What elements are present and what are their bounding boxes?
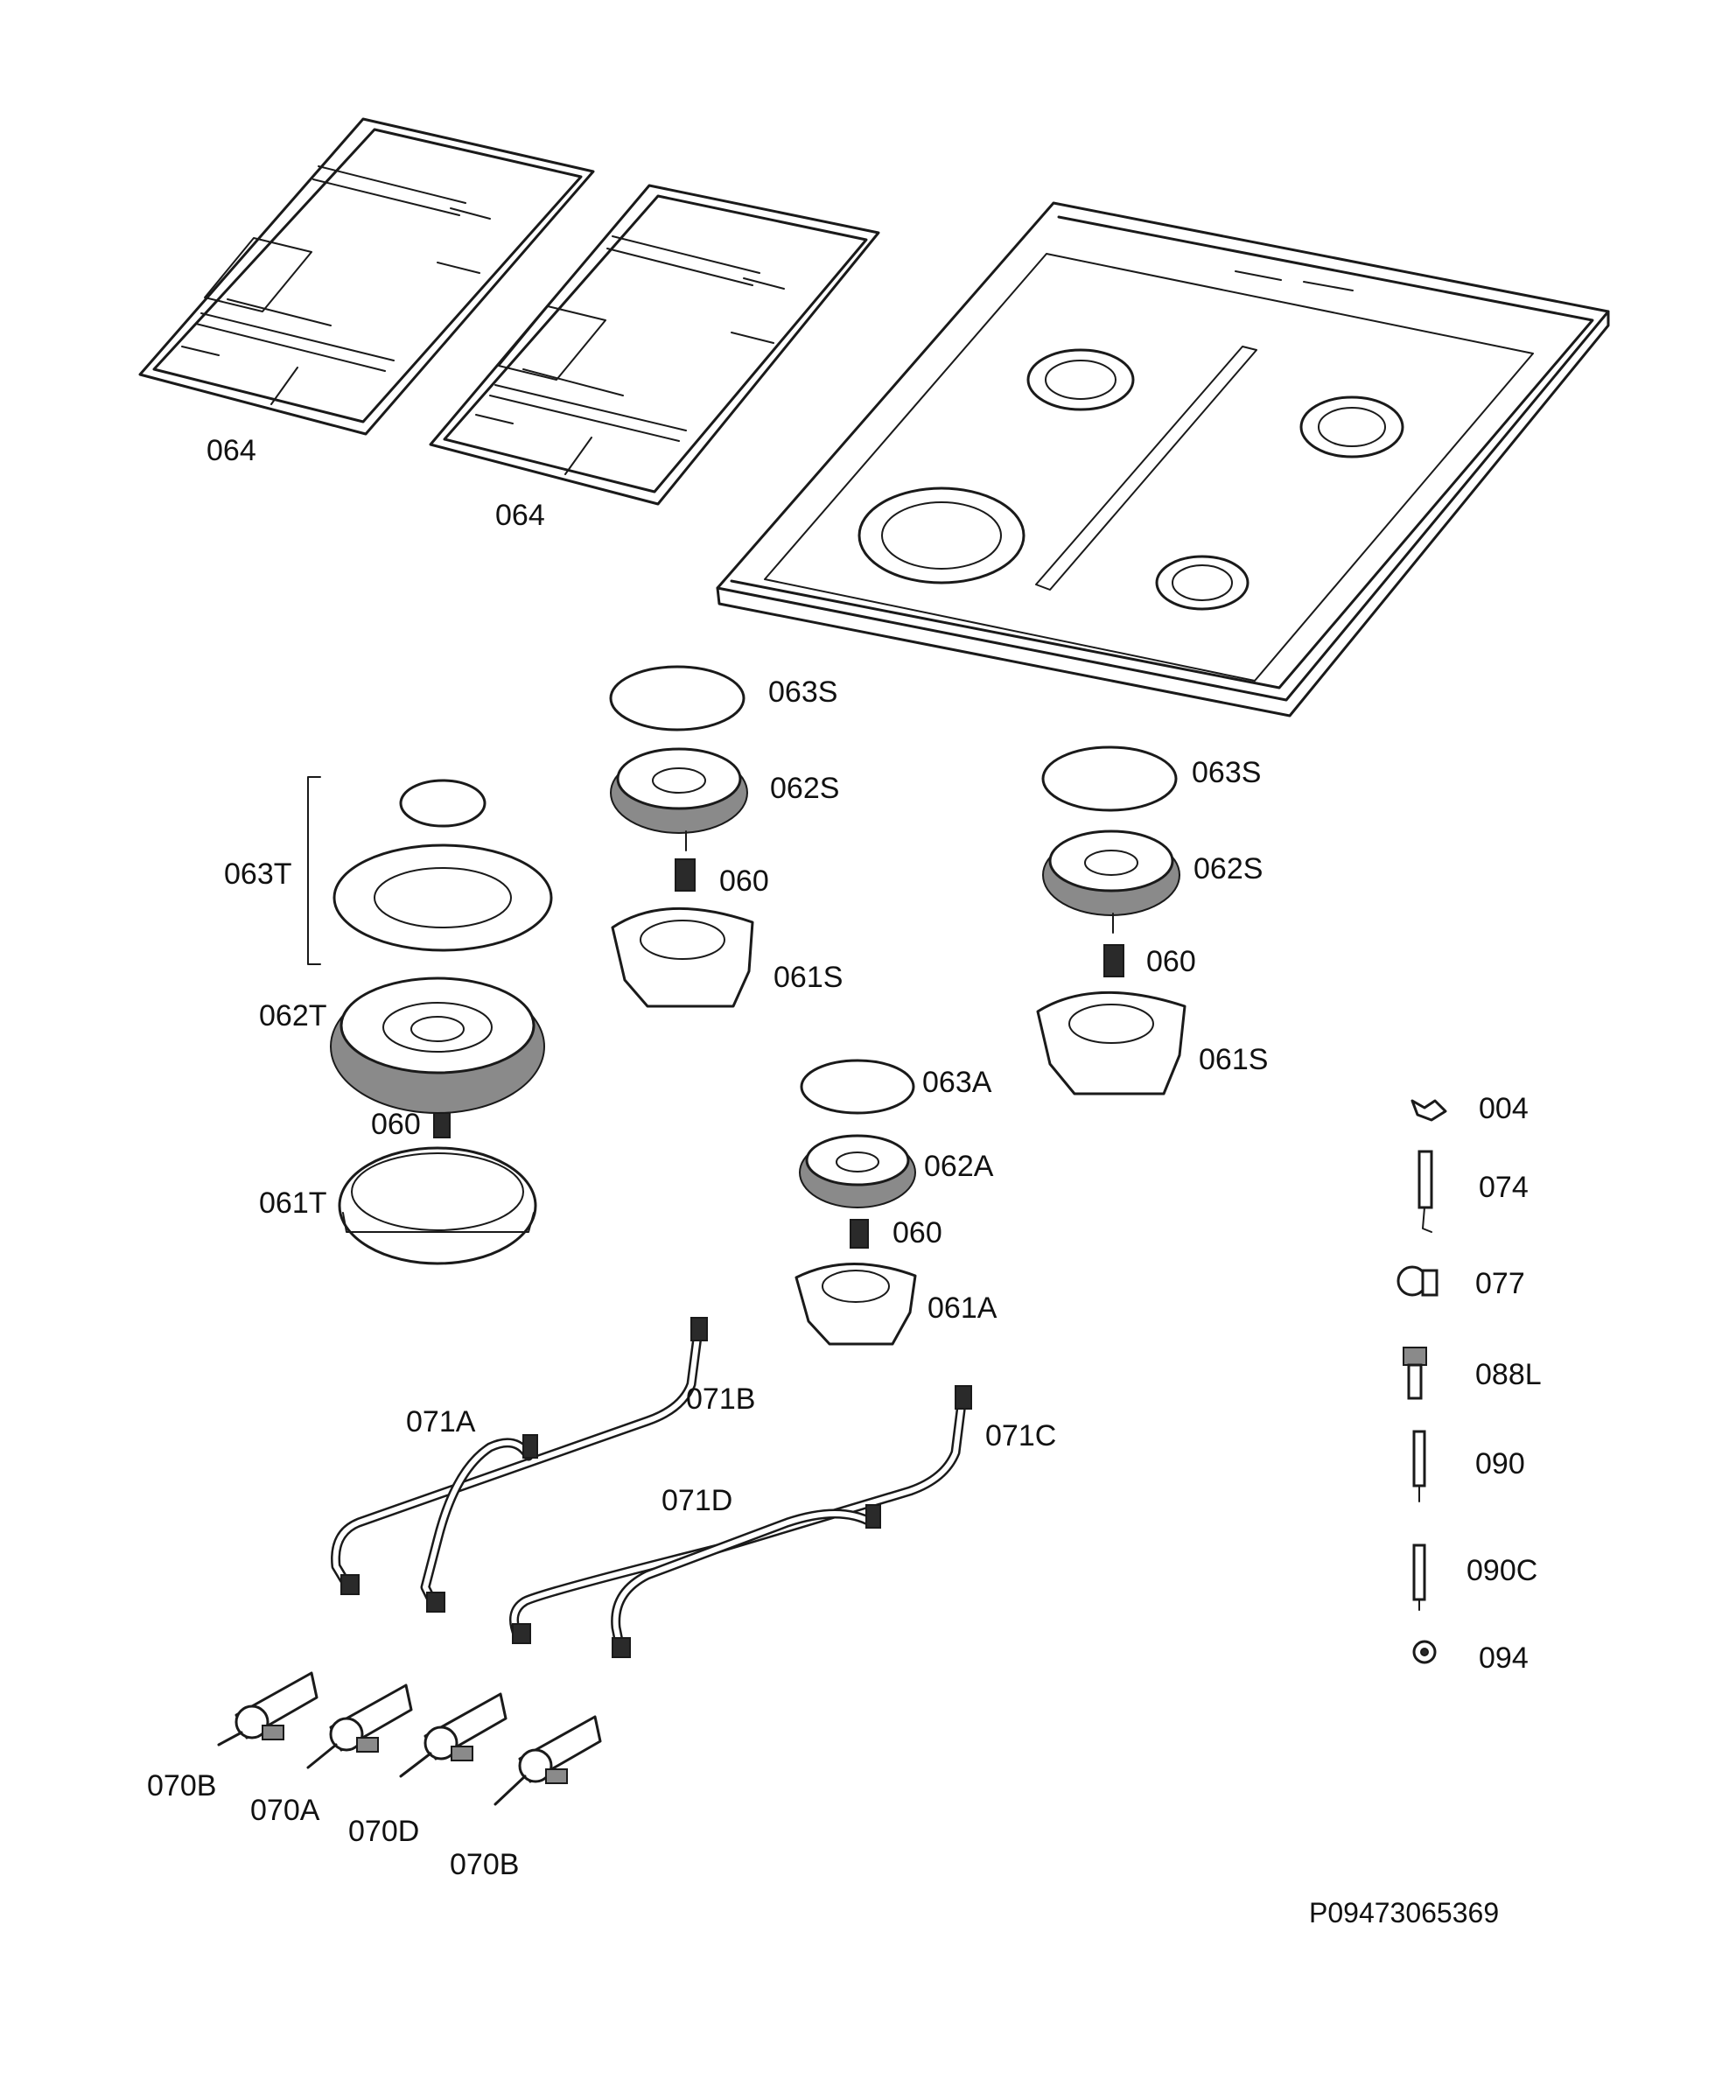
label-part-090: 090 <box>1475 1447 1525 1480</box>
label-part-090c: 090C <box>1466 1554 1538 1587</box>
label-base-t: 061T <box>259 1186 327 1220</box>
label-pan-support-left: 064 <box>206 434 256 467</box>
label-base-a: 061A <box>928 1292 998 1325</box>
label-cap-s-top: 063S <box>768 676 838 709</box>
burner-t <box>307 776 553 1265</box>
pan-support-right <box>429 184 880 506</box>
label-tap-070a: 070A <box>250 1794 320 1827</box>
drawing-code: P09473065369 <box>1309 1897 1500 1928</box>
label-part-094: 094 <box>1479 1642 1529 1675</box>
burner-s-top <box>609 665 754 1008</box>
label-pipe-071c: 071C <box>985 1419 1057 1452</box>
label-cap-t: 063T <box>224 858 292 891</box>
pan-support-left <box>138 117 595 436</box>
label-base-s-top: 061S <box>774 961 844 994</box>
label-part-077: 077 <box>1475 1267 1525 1300</box>
hob-top-plate <box>716 201 1610 718</box>
label-injector-a: 060 <box>892 1216 942 1250</box>
label-injector-t: 060 <box>371 1108 421 1141</box>
label-tap-070d: 070D <box>348 1815 420 1848</box>
label-head-a: 062A <box>924 1150 994 1183</box>
label-cap-s-right: 063S <box>1192 756 1262 789</box>
label-pipe-071d: 071D <box>662 1484 733 1517</box>
label-pan-support-right: 064 <box>495 499 545 532</box>
label-head-t: 062T <box>259 999 327 1032</box>
label-tap-070b-right: 070B <box>450 1848 520 1881</box>
label-part-004: 004 <box>1479 1092 1529 1125</box>
label-tap-070b-left: 070B <box>147 1769 217 1802</box>
label-base-s-right: 061S <box>1199 1043 1269 1076</box>
burner-s-right <box>1036 746 1186 1096</box>
burner-a <box>794 1059 917 1346</box>
label-head-s-right: 062S <box>1194 852 1264 886</box>
spare-parts-column <box>1396 1099 1447 1664</box>
label-part-088l: 088L <box>1475 1358 1542 1391</box>
label-cap-a: 063A <box>922 1066 992 1099</box>
label-pipe-071a: 071A <box>406 1405 476 1438</box>
label-head-s-top: 062S <box>770 772 840 805</box>
label-pipe-071b: 071B <box>686 1382 756 1416</box>
gas-taps <box>217 1671 602 1806</box>
label-injector-s-top: 060 <box>719 864 769 898</box>
label-injector-s-right: 060 <box>1146 945 1196 978</box>
gas-pipes <box>331 1317 972 1658</box>
label-part-074: 074 <box>1479 1171 1529 1204</box>
